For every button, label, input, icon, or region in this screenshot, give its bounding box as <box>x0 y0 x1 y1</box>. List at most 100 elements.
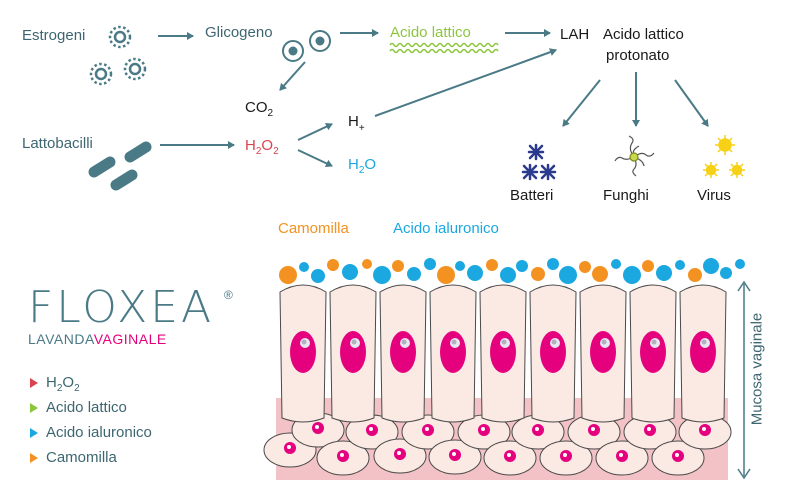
brand-registered: ® <box>224 288 233 302</box>
ialuronico-drop <box>703 258 719 274</box>
ialuronico-drop <box>311 269 325 283</box>
mucosa-height-arrow <box>737 280 751 480</box>
label-acido-ialuronico: Acido ialuronico <box>393 220 499 237</box>
basal-nucleolus <box>425 427 429 431</box>
label-lah: LAH <box>560 26 590 43</box>
glicogeno-icon <box>282 30 331 62</box>
basal-nucleolus <box>647 427 651 431</box>
ialuronico-drop <box>720 267 732 279</box>
brand-name: FLOXEA <box>28 282 215 333</box>
camomilla-drop <box>279 266 297 284</box>
cell-nucleus <box>540 331 566 373</box>
ialuronico-drop <box>611 259 621 269</box>
basal-nucleolus <box>591 427 595 431</box>
cell-nucleolus-core <box>501 339 507 345</box>
label-hplus: H+ <box>348 113 365 134</box>
label-h2o: H2O <box>348 156 377 176</box>
camomilla-drop <box>688 268 702 282</box>
camomilla-drop <box>579 261 591 273</box>
cell-nucleolus-core <box>301 339 307 345</box>
camomilla-drop <box>642 260 654 272</box>
arrow-h2o2-h2o <box>297 149 333 168</box>
arrow-glicogeno-co2 <box>279 61 306 91</box>
basal-nucleolus <box>535 427 539 431</box>
camomilla-drop <box>437 266 455 284</box>
legend-marker-icon <box>30 427 38 438</box>
ialuronico-drop <box>407 267 421 281</box>
cell-nucleus <box>490 331 516 373</box>
arrow-lah-virus <box>674 79 709 127</box>
label-camomilla: Camomilla <box>278 220 349 237</box>
cell-nucleus <box>440 331 466 373</box>
ialuronico-drop <box>299 262 309 272</box>
camomilla-drop <box>327 259 339 271</box>
label-h2o2: H2O2 <box>245 137 279 157</box>
legend-marker-icon <box>30 452 38 463</box>
ialuronico-drop <box>623 266 641 284</box>
legend-marker-icon <box>30 377 38 388</box>
cell-nucleus <box>640 331 666 373</box>
label-acido-lattico: Acido lattico <box>390 24 471 41</box>
ialuronico-drop <box>467 265 483 281</box>
basal-nucleolus <box>287 445 291 449</box>
label-batteri: Batteri <box>510 187 554 204</box>
basal-nucleolus <box>481 427 485 431</box>
basal-nucleolus <box>507 453 511 457</box>
acido-lattico-wave <box>389 42 499 54</box>
basal-nucleolus <box>340 453 344 457</box>
label-lah-desc-2: protonato <box>606 47 670 64</box>
label-lattobacilli: Lattobacilli <box>22 135 93 152</box>
cell-nucleus <box>340 331 366 373</box>
legend-item-h2o2: H2O2 <box>30 370 152 395</box>
cell-nucleolus-core <box>551 339 557 345</box>
brand-logo: FLOXEA ® LAVANDAVAGINALE <box>28 282 233 347</box>
cell-nucleolus-core <box>701 339 707 345</box>
legend-item-camomilla: Camomilla <box>30 445 152 470</box>
flow-arrows <box>158 29 709 168</box>
cell-nucleus <box>590 331 616 373</box>
ialuronico-drop <box>424 258 436 270</box>
ialuronico-drop <box>547 258 559 270</box>
basal-nucleolus <box>619 453 623 457</box>
label-lah-desc-1: Acido lattico <box>603 26 684 43</box>
camomilla-drop <box>392 260 404 272</box>
basal-nucleolus <box>397 451 401 455</box>
basal-nucleolus <box>563 453 567 457</box>
virus-icon <box>703 135 745 178</box>
legend-item-acido-ialuronico: Acido ialuronico <box>30 420 152 445</box>
legend-marker-icon <box>30 402 38 413</box>
ialuronico-drop <box>735 259 745 269</box>
mucosa-illustration <box>263 258 745 480</box>
label-mucosa-vaginale: Mucosa vaginale <box>748 312 766 426</box>
camomilla-drop <box>531 267 545 281</box>
arrow-hplus-lah <box>374 48 557 117</box>
camomilla-drop <box>486 259 498 271</box>
brand-subtitle: LAVANDAVAGINALE <box>28 331 167 347</box>
basal-nucleolus <box>675 453 679 457</box>
label-co2: CO2 <box>245 99 274 119</box>
camomilla-drop <box>362 259 372 269</box>
label-estrogeni: Estrogeni <box>22 27 86 44</box>
ialuronico-drop <box>342 264 358 280</box>
label-glicogeno: Glicogeno <box>205 24 273 41</box>
basal-nucleolus <box>315 425 319 429</box>
ialuronico-drop <box>373 266 391 284</box>
funghi-icon <box>614 135 655 177</box>
legend: H2O2 Acido lattico Acido ialuronico Camo… <box>30 370 152 470</box>
ialuronico-drop <box>516 260 528 272</box>
basal-nucleolus <box>369 427 373 431</box>
lattobacilli-icon <box>88 141 152 191</box>
cell-nucleolus-core <box>451 339 457 345</box>
cell-nucleolus-core <box>351 339 357 345</box>
cell-nucleus <box>690 331 716 373</box>
cell-nucleolus-core <box>601 339 607 345</box>
ialuronico-drop <box>455 261 465 271</box>
legend-item-acido-lattico: Acido lattico <box>30 395 152 420</box>
ialuronico-drop <box>559 266 577 284</box>
ialuronico-drop <box>500 267 516 283</box>
estrogeni-icon <box>89 25 147 86</box>
label-funghi: Funghi <box>603 187 649 204</box>
label-virus: Virus <box>697 187 731 204</box>
ialuronico-drop <box>656 265 672 281</box>
